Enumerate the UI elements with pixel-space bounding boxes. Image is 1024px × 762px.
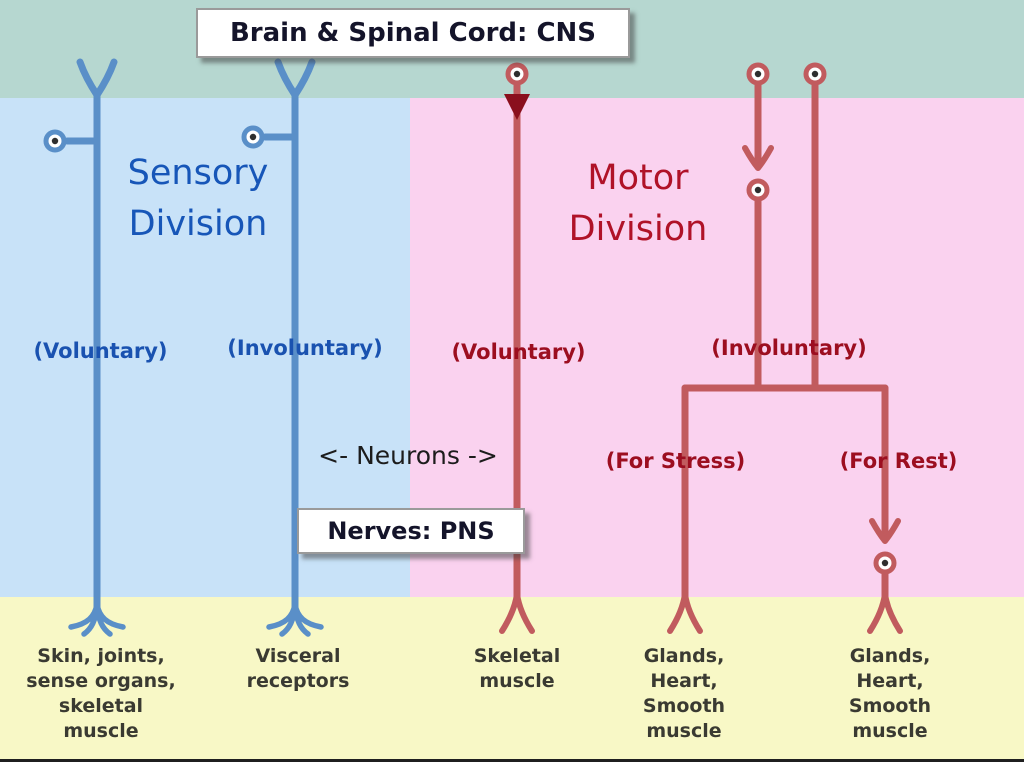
cell-body-dot (513, 70, 521, 78)
motor-involuntary-label: (Involuntary) (711, 336, 867, 360)
target-label-glands-stress: Glands, Heart, Smooth muscle (642, 645, 726, 743)
receptor-dot (249, 133, 257, 141)
target-label-visceral-receptors: Visceral receptors (246, 645, 350, 693)
sensory-voluntary-neuron (43, 58, 126, 637)
target-label-glands-rest: Glands, Heart, Smooth muscle (848, 645, 932, 743)
sensory-involuntary-label: (Involuntary) (227, 336, 383, 360)
sensory-division-title: Sensory Division (127, 153, 269, 244)
ganglion-dot (881, 559, 889, 567)
motor-division-title: Motor Division (568, 158, 708, 249)
neurons-label: <- Neurons -> (318, 441, 498, 470)
motor-sympathetic-pathway (667, 62, 889, 634)
ganglion-dot (754, 186, 762, 194)
target-label-skin-joints: Skin, joints, sense organs, skeletal mus… (26, 645, 176, 743)
target-label-skeletal-muscle: Skeletal muscle (473, 645, 561, 693)
nerve-ending-icon (499, 591, 535, 634)
nerve-ending-icon (68, 601, 126, 637)
arrow-down-icon (504, 94, 530, 120)
pns-title-box: Nerves: PNS (297, 508, 525, 554)
motor-parasympathetic-pathway (803, 62, 903, 634)
synapse-fork-icon (869, 518, 901, 544)
for-rest-label: (For Rest) (839, 449, 958, 473)
cell-body-dot (811, 70, 819, 78)
nerve-ending-icon (266, 601, 324, 637)
cell-body-dot (754, 70, 762, 78)
nerve-ending-icon (667, 591, 703, 634)
motor-voluntary-label: (Voluntary) (451, 340, 586, 364)
sensory-voluntary-label: (Voluntary) (33, 339, 168, 363)
receptor-dot (51, 137, 59, 145)
cns-title-text: Brain & Spinal Cord: CNS (229, 18, 597, 48)
dendrite-fork-icon (76, 58, 118, 99)
cns-title-box: Brain & Spinal Cord: CNS (196, 8, 630, 58)
dendrite-fork-icon (274, 58, 316, 99)
target-organs-region (0, 597, 1024, 759)
sensory-involuntary-neuron (241, 58, 324, 637)
synapse-fork-icon (742, 145, 774, 171)
for-stress-label: (For Stress) (605, 449, 746, 473)
pns-title-text: Nerves: PNS (327, 517, 495, 545)
nerve-ending-icon (867, 591, 903, 634)
